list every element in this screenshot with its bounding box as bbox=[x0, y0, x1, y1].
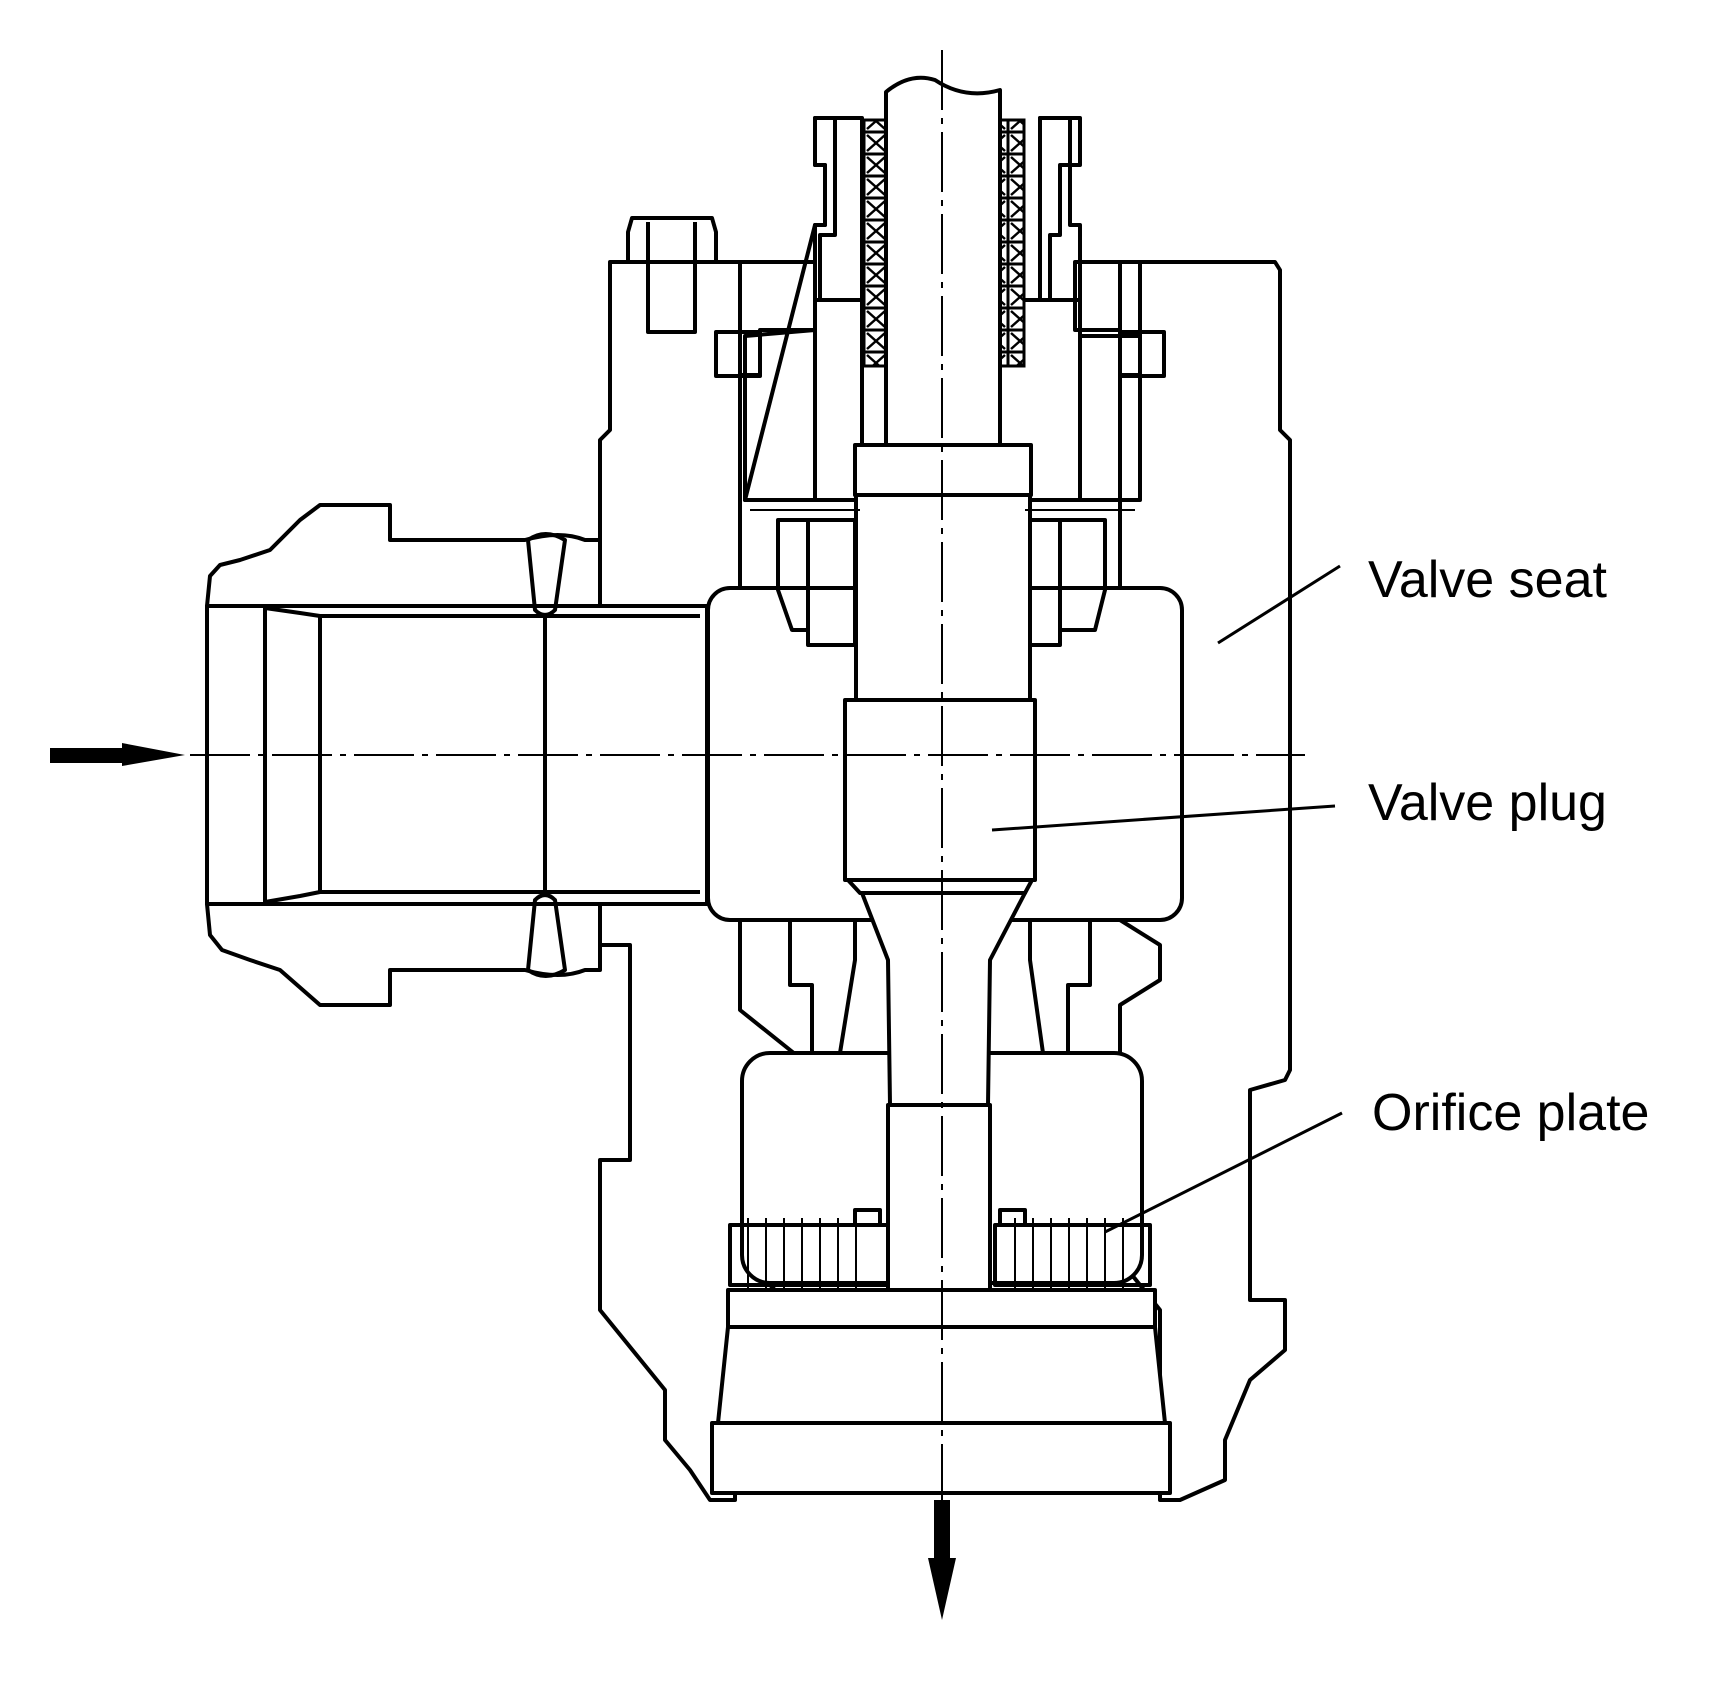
bonnet bbox=[626, 116, 1166, 502]
valve-plug-leader bbox=[991, 804, 1336, 832]
orifice-plate-leader bbox=[1104, 1111, 1343, 1234]
stem-packing-left bbox=[860, 118, 888, 368]
orifice-plate bbox=[728, 1208, 1152, 1290]
valve-seat-ring bbox=[788, 918, 1092, 1055]
bolt-head bbox=[626, 216, 718, 264]
valve-seat-leader bbox=[1217, 564, 1341, 645]
orifice-plate-label: Orifice plate bbox=[1372, 1084, 1649, 1142]
inlet-flow-arrow-icon bbox=[50, 743, 185, 766]
outlet-flow-arrow-icon bbox=[928, 1500, 956, 1620]
valve-seat-label: Valve seat bbox=[1368, 551, 1608, 609]
stem-packing-right bbox=[998, 118, 1026, 368]
valve-plug-label: Valve plug bbox=[1368, 774, 1607, 832]
bolt-shank bbox=[646, 260, 697, 334]
guide-bushings bbox=[750, 509, 1135, 647]
